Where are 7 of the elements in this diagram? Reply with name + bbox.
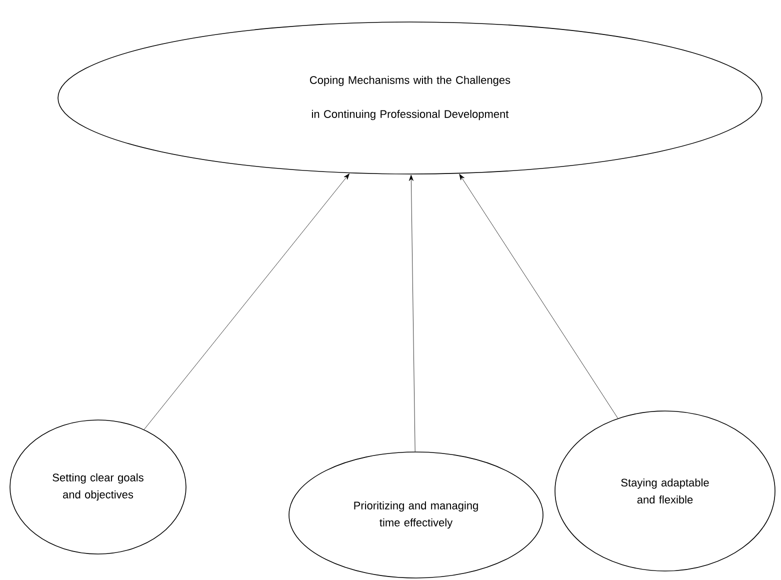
ellipse-node: Staying adaptable and flexible (554, 410, 776, 572)
ellipse-node: Setting clear goals and objectives (10, 420, 186, 554)
arrow (408, 174, 416, 452)
arrow (144, 174, 350, 430)
ellipse-node: Coping Mechanisms with the Challenges in Continuing Professional Development (58, 22, 762, 174)
arrow (459, 174, 618, 418)
ellipse-node: Prioritizing and managing time effectively (288, 452, 544, 578)
